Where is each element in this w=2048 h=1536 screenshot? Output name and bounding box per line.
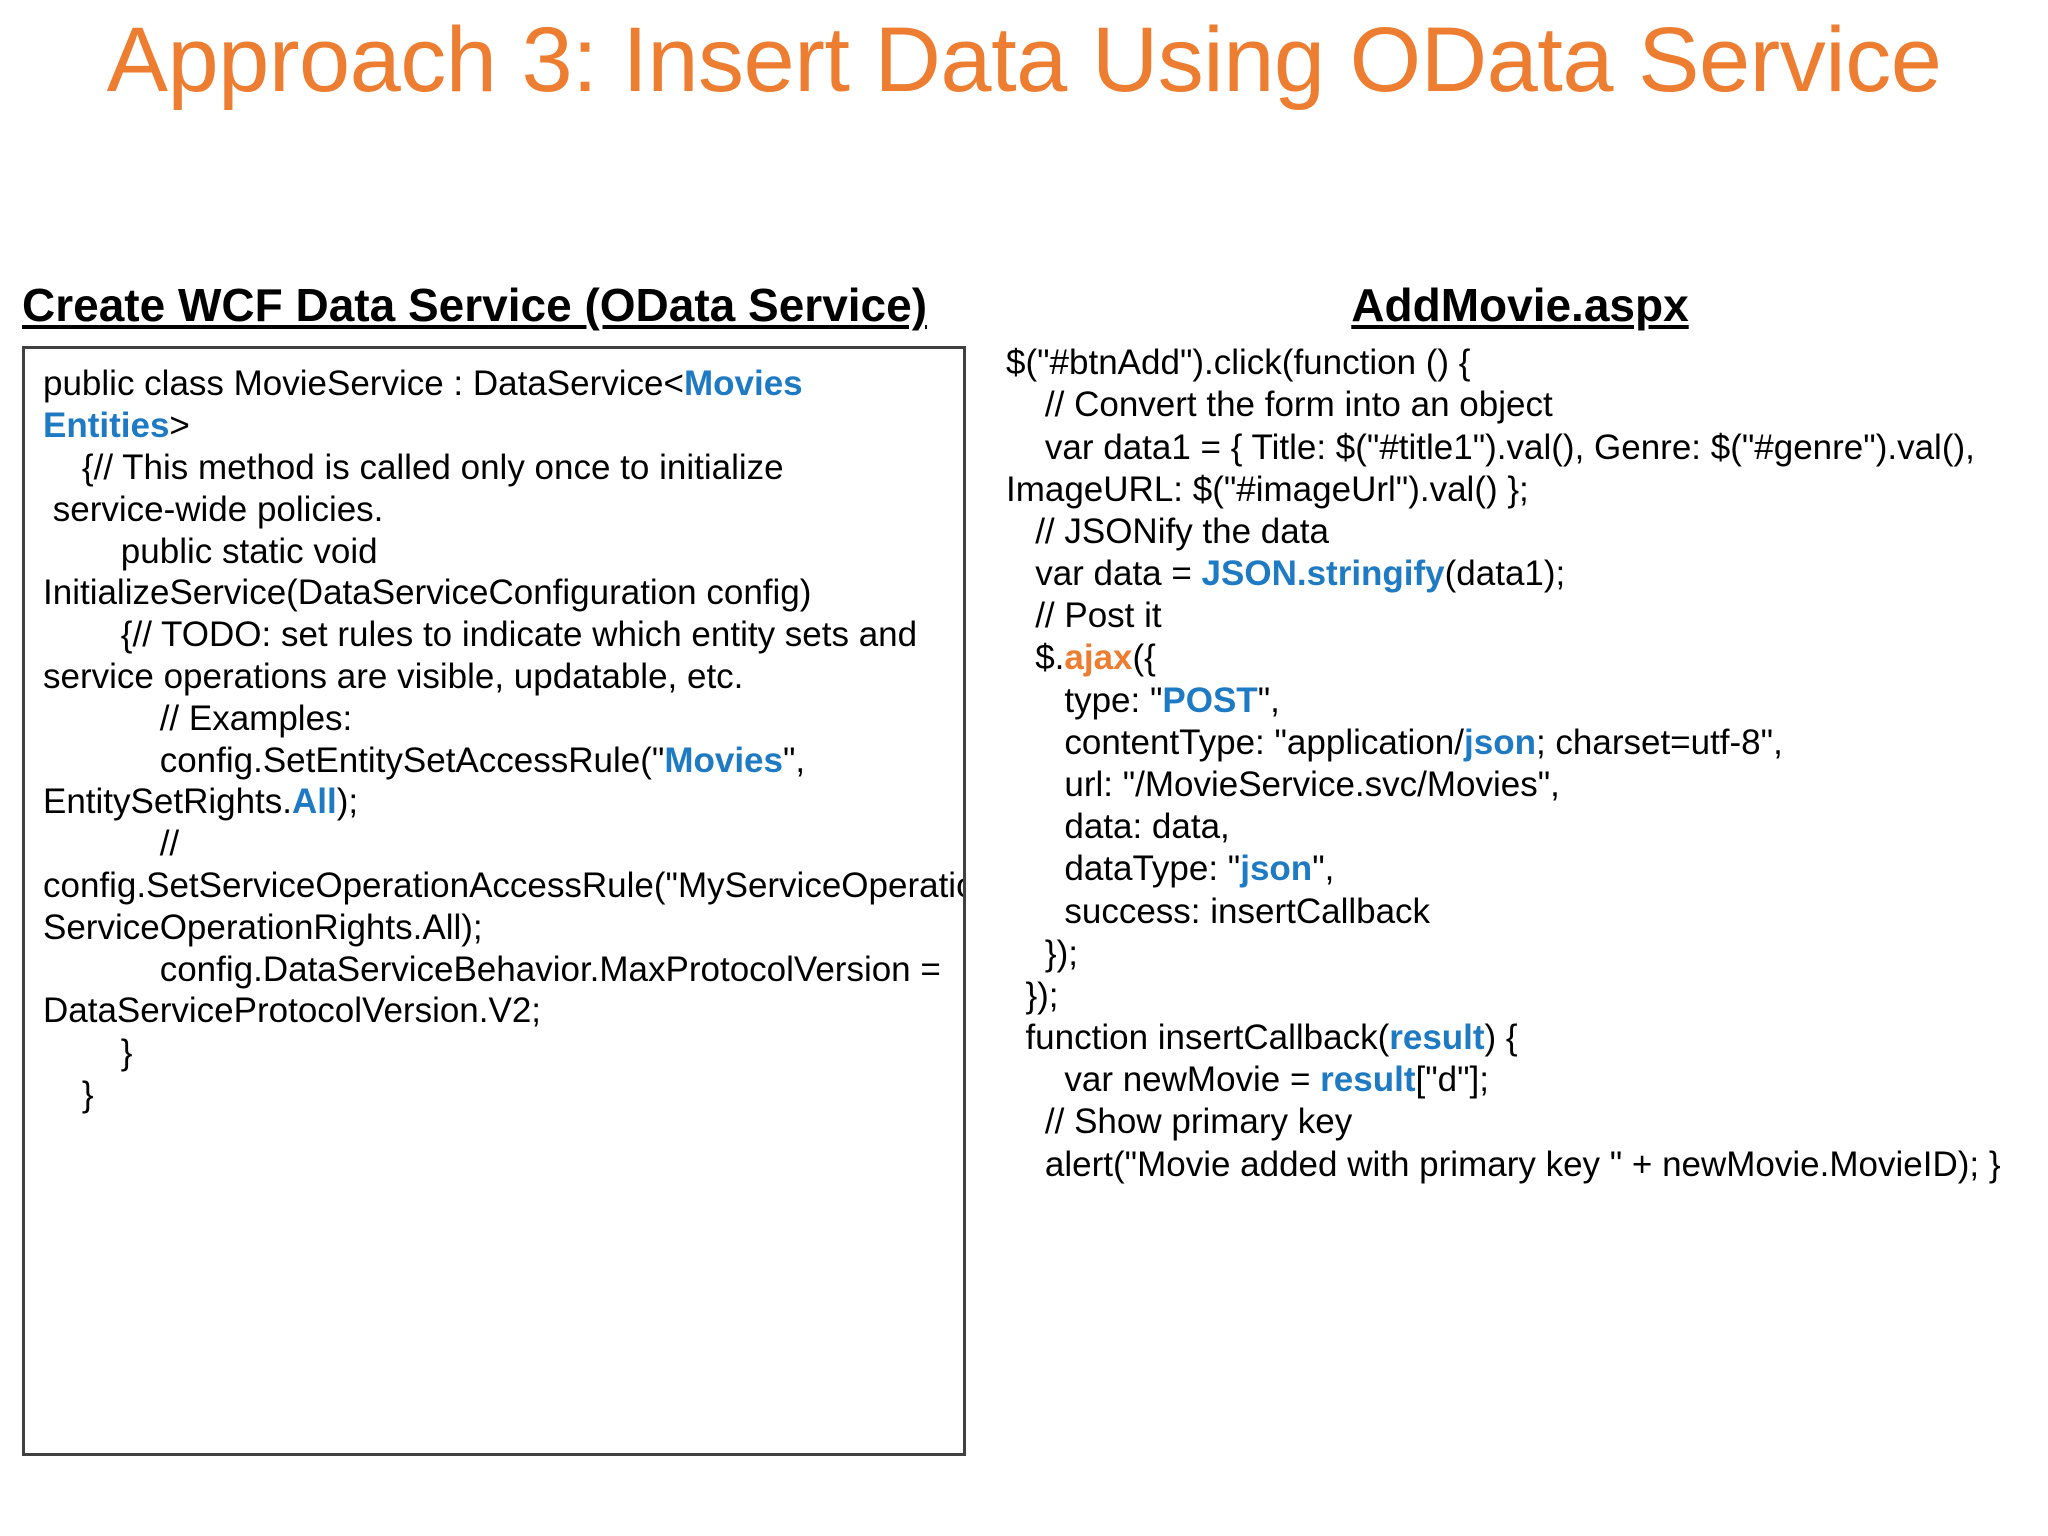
left-column: Create WCF Data Service (OData Service) … [22,278,966,1457]
code-seg-all: All [292,782,337,822]
right-section-heading-text: AddMovie.aspx [1351,279,1689,331]
code-seg-1: public class MovieService : DataService< [43,364,684,404]
wcf-data-service-code: public class MovieService : DataService<… [43,363,963,1116]
addmovie-aspx-code-block: $("#btnAdd").click(function () { // Conv… [1000,342,2030,1185]
left-section-heading: Create WCF Data Service (OData Service) [22,278,966,332]
code-seg-4: {// This method is called only once to i… [43,447,918,780]
code-keyword-post: POST [1162,680,1258,720]
code-text-run: (data1); // Post it $. [1035,554,1566,678]
code-text-run: ) { var newMovie = [1064,1018,1518,1100]
code-keyword-json: json [1240,849,1313,889]
code-seg-8: ); // config.SetServiceOperationAccessRu… [43,782,966,1115]
code-keyword-result: result [1389,1018,1485,1058]
code-text-run: ; charset=utf-8", url: "/MovieService.sv… [1064,722,1783,889]
code-keyword-json: json [1464,722,1536,762]
code-seg-movies-entities: Movies Entities [43,364,813,446]
code-text-run: ", success: insertCallback }); }); funct… [1025,849,1431,1058]
code-text-run: ", contentType: "application/ [1064,680,1464,762]
code-seg-3: > [169,406,190,446]
code-text-run: $("#btnAdd").click(function () { // Conv… [1006,343,1975,594]
page-title: Approach 3: Insert Data Using OData Serv… [106,9,1942,111]
right-section-heading: AddMovie.aspx [1000,278,2030,332]
right-column: AddMovie.aspx $("#btnAdd").click(functio… [1000,278,2030,1186]
code-text-run: ({ type: " [1064,638,1163,720]
code-keyword-ajax: ajax [1064,638,1133,678]
code-text-run: ["d"]; // Show primary key alert("Movie … [1044,1060,2001,1184]
code-seg-movies: Movies [664,740,783,780]
code-keyword-result: result [1320,1060,1416,1100]
left-section-heading-text: Create WCF Data Service (OData Service) [22,279,928,331]
code-seg-6: ", EntitySetRights. [43,740,815,822]
code-keyword-json-stringify: JSON.stringify [1201,554,1445,594]
addmovie-aspx-code: $("#btnAdd").click(function () { // Conv… [1006,342,2026,1185]
wcf-data-service-code-box: public class MovieService : DataService<… [22,346,966,1457]
